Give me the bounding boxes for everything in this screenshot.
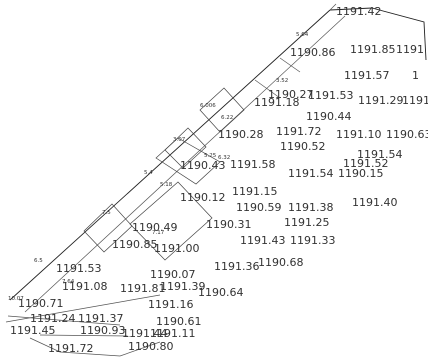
elevation-label: 1191.38 [288,201,334,214]
structure-boxes [83,87,245,261]
elevation-label: 1191.52 [343,157,389,170]
dimension-label: 6.006 [200,103,216,109]
elevation-label: 1190.63 [386,128,428,141]
elevation-label: 1191.53 [56,262,102,275]
elevation-label: 1190.71 [18,297,64,310]
elevation-label: 1190.15 [338,167,384,180]
elevation-label: 1190.64 [198,286,244,299]
elevation-label: 1 [412,69,419,82]
dimension-label: 6.32 [218,155,230,161]
elevation-label: 1191.39 [160,280,206,293]
elevation-label: 1191.10 [336,128,382,141]
elevation-labels: 1191.42 1190.86 1191.85 1191 1191.57 1 1… [10,5,428,355]
dimension-label: 5.18 [160,182,173,188]
elevation-label: 1191.08 [62,280,108,293]
elevation-label: 1191.11 [150,327,196,340]
elevation-label: 1191.29 [358,94,404,107]
elevation-label: 1191.54 [288,167,334,180]
elevation-label: 1191.85 [350,43,396,56]
elevation-label: 1191.33 [290,234,336,247]
dimension-labels: 5.64 3.52 6.006 6.22 3.07 5.25 6.32 5.4 … [8,32,309,302]
dimension-label: 5.4 [144,170,153,176]
elevation-label: 1190.68 [258,256,304,269]
dimension-label: 6.5 [34,258,43,264]
elevation-label: 1190.93 [80,324,126,337]
elevation-label: 1191 [396,43,424,56]
elevation-label: 1191.43 [240,234,286,247]
elevation-label: 1191 [402,94,428,107]
elevation-label: 1191.72 [276,125,322,138]
elevation-label: 1191.15 [232,185,278,198]
elevation-label: 1191.00 [154,242,200,255]
elevation-label: 1190.07 [150,268,196,281]
elevation-label: 1191.81 [120,282,166,295]
elevation-label: 1190.85 [112,238,158,251]
elevation-label: 1190.43 [180,159,226,172]
dimension-label: 7.64 [62,279,75,285]
dimension-label: 5.64 [296,32,309,38]
dimension-label: 7.5 [102,210,111,216]
elevation-label: 1190.27 [268,88,314,101]
elevation-label: 1190.86 [290,46,336,59]
dimension-label: 7.17 [152,230,165,236]
elevation-label: 1191.44 [122,327,168,340]
elevation-label: 1190.80 [128,340,174,353]
elevation-label: 1191.54 [357,148,403,161]
elevation-label: 1191.42 [336,5,382,18]
elevation-label: 1190.31 [206,218,252,231]
elevation-label: 1191.40 [352,196,398,209]
elevation-label: 1191.16 [148,298,194,311]
elevation-label: 1191.53 [308,89,354,102]
dimension-label: 10.07 [8,296,24,302]
elevation-label: 1191.18 [254,96,300,109]
dimension-label: 6.22 [221,115,233,121]
boundary-lines [5,3,427,357]
elevation-label: 1190.12 [180,191,226,204]
elevation-label: 1190.28 [218,128,264,141]
elevation-label: 1190.52 [280,140,326,153]
elevation-label: 1191.25 [284,216,330,229]
elevation-label: 1191.58 [230,158,276,171]
elevation-label: 1191.57 [344,69,390,82]
elevation-label: 1191.45 [10,324,56,337]
elevation-label: 1190.44 [306,110,352,123]
dimension-label: 3.52 [276,78,288,84]
elevation-label: 1191.36 [214,260,260,273]
elevation-label: 1190.49 [132,221,178,234]
elevation-label: 1190.59 [236,201,282,214]
elevation-label: 1191.72 [48,342,94,355]
elevation-label: 1190.61 [156,315,202,328]
dimension-label: 5.25 [204,153,217,159]
elevation-label: 1191.24 [30,312,76,325]
elevation-label: 1191.37 [78,312,124,325]
dimension-label: 3.07 [173,137,186,143]
